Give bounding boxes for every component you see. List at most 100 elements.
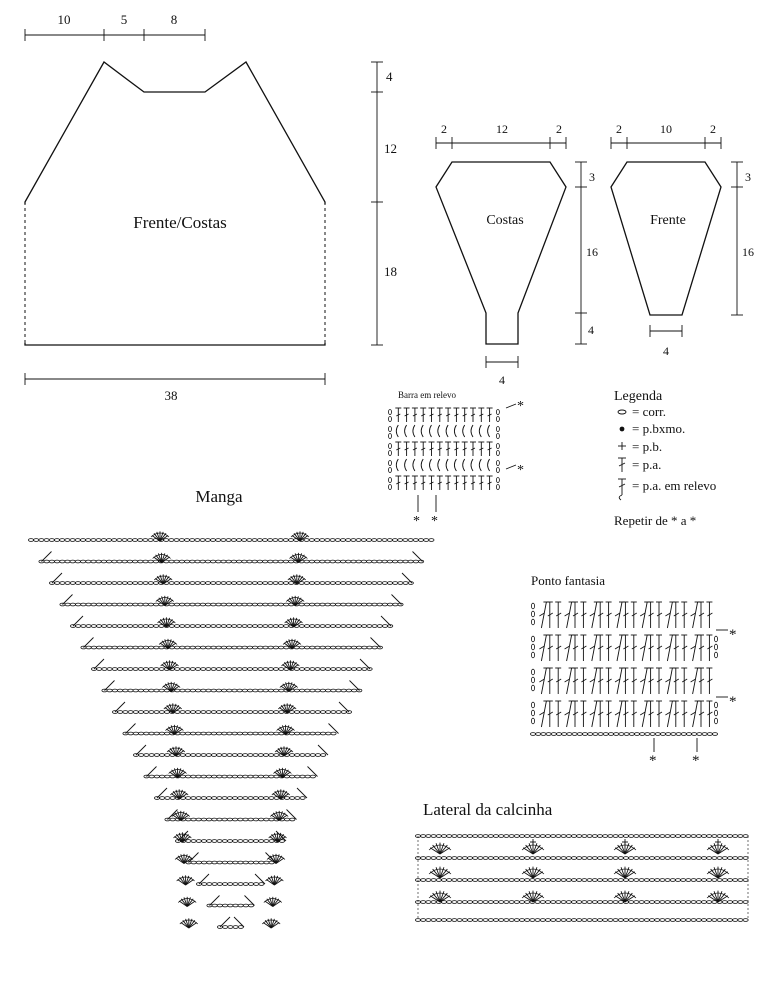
side-shell: [521, 890, 545, 903]
relief-stitch: [486, 475, 493, 490]
fancy-stitch: [690, 601, 701, 629]
relief-stitch: [395, 458, 399, 472]
fancy-repeat-mark-1: *: [729, 627, 737, 643]
relief-stitch: [462, 424, 466, 438]
fancy-stitch: [706, 667, 713, 694]
relief-stitch: [461, 475, 468, 490]
fancy-stitch: [531, 668, 536, 692]
relief-stitch: [411, 407, 418, 422]
fancy-stitch: [622, 700, 629, 727]
sleeve-chain-line: [80, 645, 383, 650]
relief-stitch: [453, 424, 457, 438]
fancy-stitch: [681, 601, 688, 628]
legend-repeat-note: Repetir de * a *: [614, 513, 696, 528]
relief-bar-title: Barra em relevo: [398, 390, 456, 400]
sleeve-shell: [274, 746, 294, 757]
sleeve-chain-line: [174, 839, 285, 843]
chain-stitch-icon: [617, 409, 627, 415]
fancy-stitch: [656, 700, 663, 727]
fancy-stitch: [647, 601, 654, 628]
fancy-stitch: [614, 700, 625, 728]
side-shell: [521, 866, 545, 879]
fancy-stitch: [656, 634, 663, 661]
front-piece-schematic: 2 10 2 Frente 3 16 4: [610, 122, 754, 358]
fancy-stitch: [564, 601, 575, 629]
panty-side-rows: [414, 834, 749, 922]
relief-stitch: [388, 477, 392, 490]
sleeve-shell: [263, 896, 283, 907]
sleeve-row: [173, 830, 287, 843]
relief-stitch: [495, 477, 500, 490]
sleeve-row: [27, 531, 435, 542]
sleeve-shell: [285, 595, 305, 606]
fancy-stitch: [589, 634, 600, 662]
side-shell: [428, 890, 452, 903]
back-dim-top-1: 2: [441, 122, 447, 136]
relief-stitch: [395, 441, 402, 456]
fancy-stitch: [639, 634, 651, 662]
slip-stitch-icon: [619, 426, 625, 432]
front-dim-top-3: 2: [710, 122, 716, 136]
sleeve-shell: [169, 789, 189, 800]
relief-stitch: [453, 441, 460, 456]
sleeve-shell: [166, 746, 186, 757]
fancy-stitch: [706, 700, 713, 727]
relief-stitch: [420, 475, 427, 490]
sleeve-chain-line: [27, 538, 435, 542]
fancy-stitch: [622, 601, 629, 628]
sleeve-chain-line: [206, 903, 255, 908]
relief-bar-stitches: [388, 407, 500, 490]
fancy-repeat-mark-3: *: [649, 753, 657, 769]
relief-stitch: [404, 424, 407, 438]
side-shell: [428, 842, 452, 855]
fancy-stitch: [647, 667, 654, 694]
fancy-stitch: [539, 700, 550, 728]
fancy-stitch: [639, 700, 651, 728]
fancy-stitch: [597, 601, 604, 628]
sleeve-shell: [266, 853, 286, 864]
legend: Legenda = corr. = p.bxmo. = p.b. = p.a. …: [614, 389, 716, 528]
relief-stitch: [403, 407, 410, 422]
relief-stitch: [404, 458, 407, 472]
legend-item-3: = p.b.: [632, 439, 662, 454]
sleeve-chain-line: [101, 688, 363, 693]
legend-item-2: = p.bxmo.: [632, 421, 685, 436]
dim-top-3: 8: [171, 12, 178, 27]
legend-title: Legenda: [614, 389, 663, 404]
sleeve-chart: Manga: [27, 487, 435, 929]
sleeve-chain-line: [122, 731, 337, 736]
sleeve-chain-line: [112, 710, 352, 714]
dim-bottom: 38: [165, 388, 178, 403]
relief-stitch: [495, 409, 500, 422]
relief-repeat-mark-2: *: [517, 463, 524, 478]
fancy-stitch: [605, 634, 612, 661]
relief-stitch: [470, 458, 474, 472]
back-piece-label: Costas: [486, 213, 523, 228]
front-dim-right-2: 16: [742, 245, 754, 259]
fancy-stitch: [698, 601, 705, 628]
relief-stitch: [478, 424, 482, 438]
sleeve-shell: [168, 767, 187, 778]
relief-stitch: [436, 407, 443, 422]
sleeve-row: [80, 637, 383, 650]
relief-stitch: [461, 441, 468, 456]
fancy-repeat-mark-4: *: [692, 753, 700, 769]
sleeve-row: [101, 680, 363, 693]
relief-stitch: [395, 424, 399, 438]
sleeve-row: [59, 594, 404, 607]
relief-stitch: [411, 441, 418, 456]
sleeve-shell: [171, 810, 191, 821]
panty-side-title: Lateral da calcinha: [423, 800, 553, 819]
fancy-stitch: [647, 700, 654, 727]
fancy-stitch: [580, 634, 587, 661]
side-chain-line: [414, 900, 749, 904]
side-shell: [613, 866, 637, 879]
fancy-stitch: [572, 667, 579, 694]
relief-stitch: [395, 475, 402, 490]
fancy-stitch: [672, 601, 680, 628]
sleeve-chain-line: [132, 753, 327, 757]
relief-stitch: [461, 407, 468, 422]
sleeve-chain-line: [38, 559, 425, 564]
sleeve-row: [143, 766, 318, 779]
